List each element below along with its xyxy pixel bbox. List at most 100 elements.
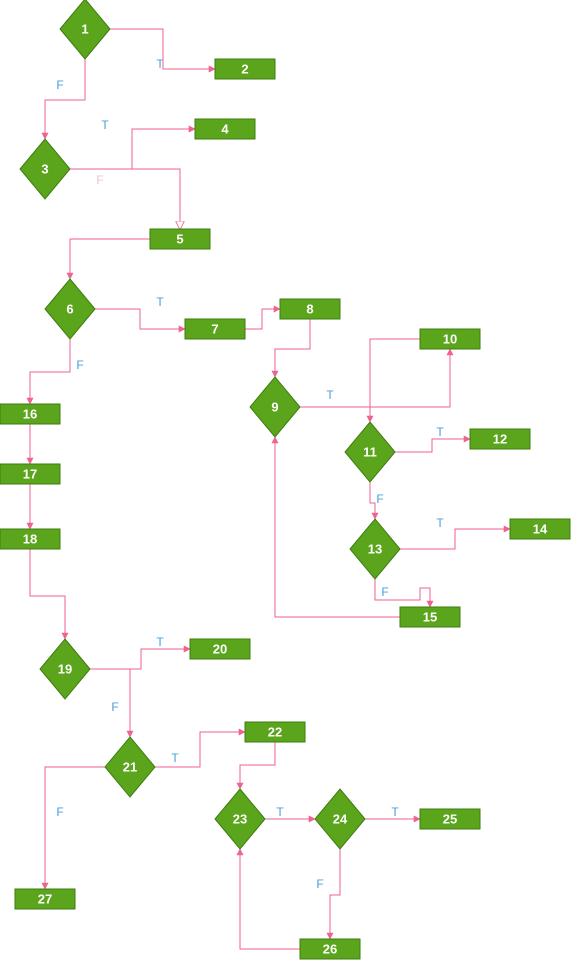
edge-label-24-26: F bbox=[316, 877, 323, 891]
node-label: 18 bbox=[23, 532, 37, 547]
edge-9-10 bbox=[300, 348, 454, 408]
edge-19-21 bbox=[126, 668, 141, 738]
edge-3-5 bbox=[132, 168, 180, 229]
edge-13-15 bbox=[374, 579, 434, 608]
process-node-14: 14 bbox=[509, 518, 571, 540]
edge-label-11-12: T bbox=[436, 425, 444, 439]
process-box bbox=[0, 463, 61, 485]
process-box bbox=[0, 528, 61, 550]
decision-node-13: 13 bbox=[349, 518, 401, 580]
process-box bbox=[469, 428, 531, 450]
node-label: 3 bbox=[41, 162, 48, 177]
process-node-8: 8 bbox=[279, 298, 341, 320]
node-label: 6 bbox=[66, 302, 73, 317]
node-label: 13 bbox=[368, 542, 382, 557]
edge-6-7 bbox=[95, 308, 186, 333]
edge-label-21-27: F bbox=[56, 805, 63, 819]
decision-diamond bbox=[19, 138, 71, 200]
process-node-16: 16 bbox=[0, 403, 61, 425]
node-label: 20 bbox=[213, 642, 227, 657]
process-node-18: 18 bbox=[0, 528, 61, 550]
process-node-26: 26 bbox=[299, 938, 361, 960]
edge-label-6-7: T bbox=[156, 295, 164, 309]
process-box bbox=[244, 721, 306, 743]
process-box bbox=[194, 118, 256, 140]
decision-node-11: 11 bbox=[344, 421, 396, 483]
process-box bbox=[399, 606, 461, 628]
node-label: 11 bbox=[363, 445, 377, 460]
process-box bbox=[14, 888, 76, 910]
edge-label-19-20: T bbox=[156, 635, 164, 649]
node-label: 9 bbox=[271, 400, 278, 415]
edge-label-13-15: F bbox=[381, 585, 388, 599]
node-label: 12 bbox=[493, 432, 507, 447]
edge-10-11 bbox=[366, 338, 420, 423]
process-box bbox=[299, 938, 361, 960]
edge-6-16 bbox=[26, 339, 71, 405]
decision-node-19: 19 bbox=[39, 638, 91, 700]
edge-label-6-16: F bbox=[76, 358, 83, 372]
node-label: 15 bbox=[423, 610, 437, 625]
edge-7-8 bbox=[245, 305, 281, 330]
edge-label-21-22: T bbox=[171, 751, 179, 765]
edge-5-6 bbox=[66, 238, 150, 280]
edge-3-4 bbox=[70, 125, 196, 170]
process-node-2: 2 bbox=[214, 58, 276, 80]
edge-11-13 bbox=[369, 482, 379, 520]
node-label: 16 bbox=[23, 407, 37, 422]
decision-diamond bbox=[44, 278, 96, 340]
process-box bbox=[149, 228, 211, 250]
decision-diamond bbox=[104, 736, 156, 798]
node-label: 25 bbox=[443, 812, 457, 827]
node-label: 26 bbox=[323, 942, 337, 957]
decision-diamond bbox=[214, 788, 266, 850]
edge-21-27 bbox=[41, 766, 105, 890]
process-node-17: 17 bbox=[0, 463, 61, 485]
decision-node-3: 3 bbox=[19, 138, 71, 200]
decision-diamond bbox=[349, 518, 401, 580]
node-label: 7 bbox=[211, 322, 218, 337]
edge-13-14 bbox=[400, 525, 511, 550]
edge-24-26 bbox=[326, 849, 341, 940]
process-node-4: 4 bbox=[194, 118, 256, 140]
process-node-27: 27 bbox=[14, 888, 76, 910]
edge-label-1-3: F bbox=[56, 78, 63, 92]
edge-15-9 bbox=[271, 436, 400, 618]
decision-node-1: 1 bbox=[59, 0, 111, 60]
process-box bbox=[509, 518, 571, 540]
process-box bbox=[0, 403, 61, 425]
edge-label-19-21: F bbox=[111, 700, 118, 714]
process-node-12: 12 bbox=[469, 428, 531, 450]
edges-layer bbox=[26, 28, 511, 950]
edge-21-22 bbox=[155, 728, 246, 768]
decision-diamond bbox=[249, 376, 301, 438]
node-label: 21 bbox=[123, 760, 137, 775]
edge-18-19 bbox=[29, 549, 69, 640]
edge-label-13-14: T bbox=[436, 516, 444, 530]
node-label: 22 bbox=[268, 725, 282, 740]
node-label: 8 bbox=[306, 302, 313, 317]
decision-node-9: 9 bbox=[249, 376, 301, 438]
process-node-10: 10 bbox=[419, 328, 481, 350]
edge-8-9 bbox=[271, 319, 311, 378]
process-node-22: 22 bbox=[244, 721, 306, 743]
process-box bbox=[214, 58, 276, 80]
edge-label-24-25: T bbox=[391, 805, 399, 819]
process-box bbox=[279, 298, 341, 320]
process-box bbox=[184, 318, 246, 340]
decision-diamond bbox=[39, 638, 91, 700]
edge-label-11-13: F bbox=[376, 492, 383, 506]
node-label: 1 bbox=[81, 22, 88, 37]
decision-node-24: 24 bbox=[314, 788, 366, 850]
process-node-20: 20 bbox=[189, 638, 251, 660]
node-label: 14 bbox=[533, 522, 548, 537]
edge-1-2 bbox=[110, 28, 216, 73]
process-node-7: 7 bbox=[184, 318, 246, 340]
decision-node-21: 21 bbox=[104, 736, 156, 798]
process-node-25: 25 bbox=[419, 808, 481, 830]
node-label: 24 bbox=[333, 812, 348, 827]
node-label: 5 bbox=[176, 232, 183, 247]
process-box bbox=[189, 638, 251, 660]
